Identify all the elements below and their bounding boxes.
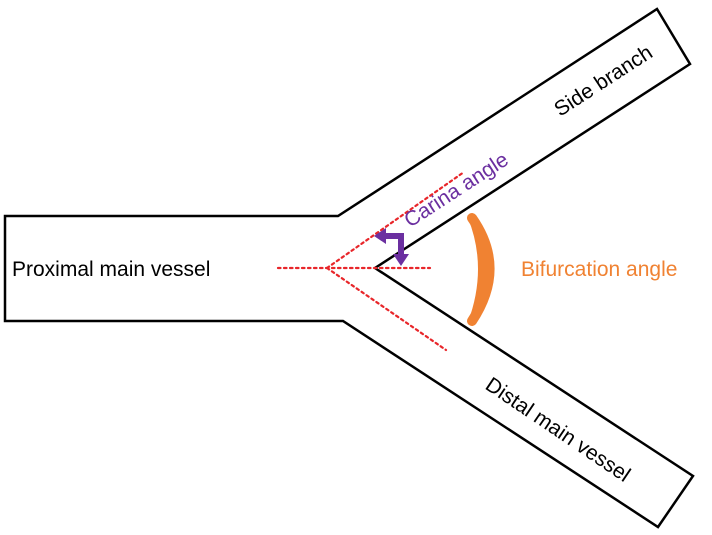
- carina-arrowhead-left: [374, 228, 386, 244]
- distal-main-vessel-label: Distal main vessel: [481, 373, 634, 487]
- proximal-main-vessel-label: Proximal main vessel: [12, 258, 210, 281]
- carina-arrowhead-down: [393, 254, 409, 266]
- carina-angle-marker: [374, 228, 409, 266]
- distal-axis-line: [325, 266, 448, 352]
- vessel-axis-lines: [276, 170, 466, 352]
- bifurcation-angle-label: Bifurcation angle: [521, 258, 677, 281]
- bifurcation-angle-arc-stroke: [467, 213, 495, 326]
- vessel-outline: [3, 7, 695, 529]
- side-branch-axis-line: [325, 170, 466, 270]
- side-branch-label: Side branch: [550, 41, 657, 121]
- carina-angle-bracket: [382, 233, 404, 255]
